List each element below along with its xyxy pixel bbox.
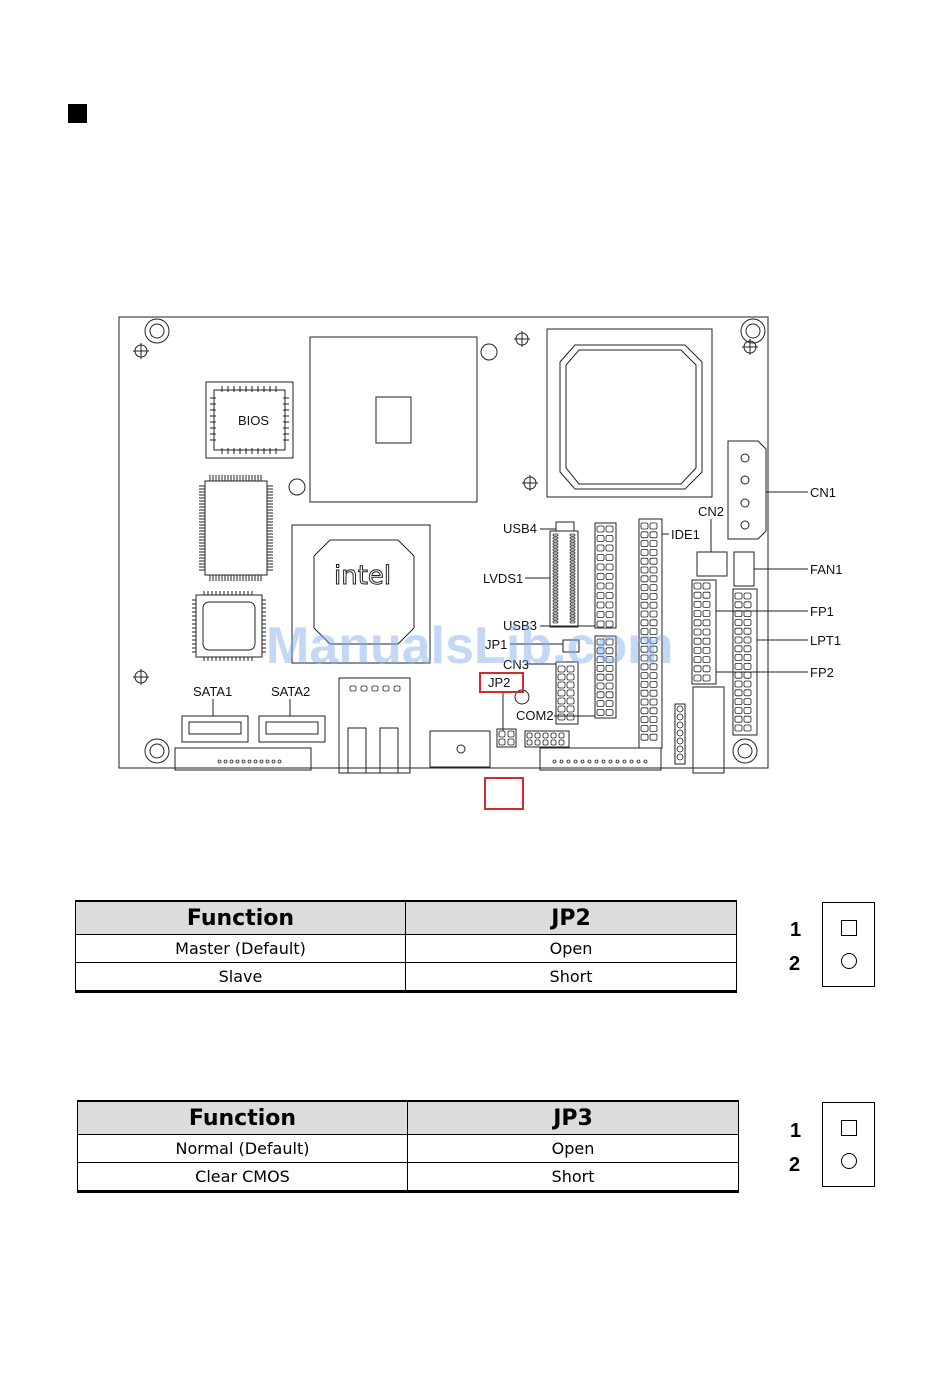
board-layout-diagram: BIOS intel USB4 LVDS1 USB3 JP1 CN3 JP2 C… [0, 0, 950, 830]
table-row: Slave Short [76, 963, 737, 992]
table-header-row: Function JP3 [78, 1101, 739, 1135]
jp3-highlight-box [485, 778, 523, 809]
bios-label: BIOS [238, 413, 269, 428]
mounting-hole [145, 739, 169, 763]
fp1-label: FP1 [810, 604, 834, 619]
fiducial-mark [133, 343, 149, 359]
table-cell: Master (Default) [76, 935, 406, 963]
fan1-connector [734, 552, 754, 586]
table-row: Normal (Default) Open [78, 1135, 739, 1163]
pin-number: 1 [790, 1120, 801, 1143]
column-header: JP2 [406, 901, 737, 935]
table-cell: Normal (Default) [78, 1135, 408, 1163]
lvds1-label: LVDS1 [483, 571, 523, 586]
mounting-hole [145, 319, 169, 343]
table-cell: Slave [76, 963, 406, 992]
jumper-pin-diagram [822, 902, 875, 987]
column-header: Function [76, 901, 406, 935]
ide1-label: IDE1 [671, 527, 700, 542]
intel-logo-text: intel [334, 561, 391, 591]
watermark: ManualsLib.com [266, 617, 673, 675]
pin-number: 1 [790, 919, 801, 942]
board-hole [481, 344, 497, 360]
usb4-label: USB4 [503, 521, 537, 536]
jumper-pin-diagram [822, 1102, 875, 1187]
mounting-hole [733, 739, 757, 763]
fiducial-mark [742, 339, 758, 355]
table-row: Master (Default) Open [76, 935, 737, 963]
fiducial-mark [522, 475, 538, 491]
cn1-connector [728, 441, 766, 539]
bottom-edge-connector [540, 748, 661, 770]
sata1-label: SATA1 [193, 684, 232, 699]
cn2-label: CN2 [698, 504, 724, 519]
jp3-setting-table: Function JP3 Normal (Default) Open Clear… [77, 1100, 739, 1193]
table-cell: Clear CMOS [78, 1163, 408, 1192]
pin-1-square [841, 1120, 857, 1136]
usb4-header [556, 522, 574, 531]
pin-number: 2 [789, 1154, 800, 1177]
edge-connector [175, 748, 311, 770]
board-outline [119, 317, 768, 768]
column-header: Function [78, 1101, 408, 1135]
pin-number: 2 [789, 953, 800, 976]
jp2-setting-table: Function JP2 Master (Default) Open Slave… [75, 900, 737, 993]
fp2-label: FP2 [810, 665, 834, 680]
cn1-label: CN1 [810, 485, 836, 500]
pin-2-circle [841, 953, 857, 969]
mounting-hole [741, 319, 765, 343]
fan1-label: FAN1 [810, 562, 843, 577]
small-chip [196, 595, 262, 657]
sata1-connector [182, 716, 248, 742]
pin-2-circle [841, 1153, 857, 1169]
lpt1-label: LPT1 [810, 633, 841, 648]
cn2-connector [697, 552, 727, 576]
cpu-die [376, 397, 411, 443]
table-cell: Open [406, 935, 737, 963]
sata2-label: SATA2 [271, 684, 310, 699]
jp2-label: JP2 [488, 675, 510, 690]
sata2-connector [259, 716, 325, 742]
fiducial-mark [133, 669, 149, 685]
table-header-row: Function JP2 [76, 901, 737, 935]
chipset-die [560, 345, 702, 489]
right-bottom-connector [693, 687, 724, 773]
jp2-header [497, 729, 516, 747]
lan-usb-stack [339, 678, 410, 773]
super-io-chip [205, 481, 267, 575]
fiducial-mark [514, 331, 530, 347]
board-hole [289, 479, 305, 495]
audio-jack [430, 731, 490, 767]
table-cell: Short [408, 1163, 739, 1192]
com2-label: COM2 [516, 708, 554, 723]
fp-header-column [692, 580, 716, 684]
pin-1-square [841, 920, 857, 936]
table-cell: Short [406, 963, 737, 992]
chipset [547, 329, 712, 497]
small-pin-row [675, 704, 685, 764]
column-header: JP3 [408, 1101, 739, 1135]
table-cell: Open [408, 1135, 739, 1163]
cpu-socket [310, 337, 477, 502]
table-row: Clear CMOS Short [78, 1163, 739, 1192]
